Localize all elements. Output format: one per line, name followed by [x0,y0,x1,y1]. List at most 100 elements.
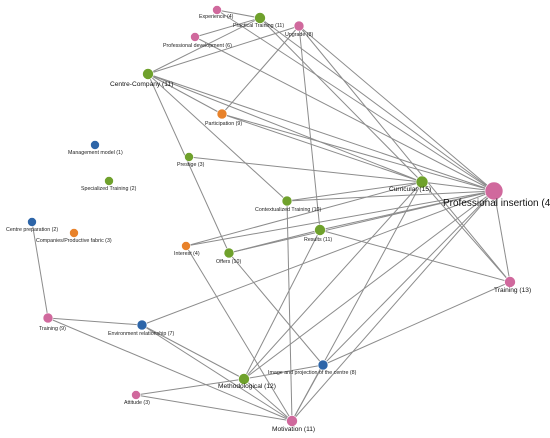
node-prestige [184,152,194,162]
edge-offers--professional-insertion [228,190,495,254]
node-label-centre-preparation: Centre preparation (2) [6,227,58,233]
node-label-environment-relationship: Environment relationship (7) [108,331,174,337]
node-label-experience: Experience (4) [199,14,234,20]
edge-upgrade--training-13 [298,25,511,283]
edge-participation--professional-insertion [221,113,495,192]
edge-results--methodological [243,229,321,380]
edge-professional-insertion--methodological [243,190,495,380]
edge-contextualized-training--motivation [286,200,293,422]
node-upgrade [293,20,305,32]
node-centre-preparation [27,217,37,227]
node-label-image-projection: Image and projection of the centre (8) [268,370,357,376]
node-professional-development [190,32,200,42]
node-environment-relationship [136,319,148,331]
edge-centre-company--curricular [147,73,423,183]
node-interest [181,241,191,251]
edge-training-9--motivation [47,317,293,422]
edge-methodological--motivation [243,378,293,422]
edge-prestige--curricular [188,156,423,183]
edge-image-projection--motivation [291,364,324,422]
node-label-attitude: Attitude (3) [124,400,150,406]
node-centre-company [142,68,154,80]
node-label-training-13: Training (13) [494,287,531,294]
edge-professional-insertion--training-13 [493,190,511,283]
edge-layer [31,9,511,422]
node-label-interest: Interest (4) [174,251,200,257]
node-label-centre-company: Centre-Company (11) [110,81,173,88]
node-label-motivation: Motivation (11) [272,426,315,433]
edge-professional-insertion--image-projection [322,190,495,366]
node-label-contextualized-training: Contextualized Training (10) [255,207,321,213]
edge-contextualized-training--professional-insertion [286,190,495,202]
edge-environment-relationship--motivation [141,324,293,422]
edge-professional-development--practical-training [194,17,261,38]
edge-curricular--professional-insertion [421,181,495,192]
node-label-participation: Participation (9) [205,121,242,127]
node-label-training-9: Training (9) [39,326,66,332]
node-label-professional-insertion: Professional insertion (48) [443,198,550,209]
node-curricular [415,175,429,189]
edge-environment-relationship--methodological [141,324,245,380]
edge-experience--practical-training [216,9,261,19]
edge-upgrade--centre-company [147,25,300,75]
edge-contextualized-training--curricular [286,181,423,202]
edge-upgrade--professional-insertion [298,25,495,192]
edge-centre-company--contextualized-training [147,73,288,202]
node-attitude [131,390,141,400]
edge-centre-company--offers [147,73,230,254]
edge-centre-company--participation [147,73,223,115]
node-label-offers: Offers (10) [216,259,241,265]
node-label-curricular: Curricular (15) [389,186,431,193]
node-label-methodological: Methodological (12) [218,383,276,390]
node-professional-insertion [484,181,504,201]
node-layer [27,5,516,427]
node-experience [212,5,222,15]
edge-professional-development--professional-insertion [194,36,495,192]
node-results [314,224,326,236]
edge-offers--image-projection [228,252,324,366]
edge-training-9--centre-preparation [31,221,49,319]
node-practical-training [254,12,266,24]
edge-attitude--motivation [135,394,293,422]
edge-practical-training--curricular [259,17,423,183]
node-label-practical-training: Practical Training (11) [233,23,284,29]
edge-interest--professional-insertion [185,190,495,247]
node-label-prestige: Prestige (3) [177,162,205,168]
edge-centre-company--professional-insertion [147,73,495,192]
node-offers [223,247,235,259]
node-label-management-model: Management model (1) [68,150,123,156]
label-layer: Professional insertion (48) Curricular (1… [6,14,550,433]
edge-environment-relationship--professional-insertion [141,190,495,326]
node-companies-productive-fabric [69,228,79,238]
node-label-professional-development: Professional development (6) [163,43,232,49]
edge-practical-training--professional-insertion [259,17,495,192]
edge-training-13--image-projection [322,281,511,366]
edge-upgrade--results [298,25,321,231]
edge-participation--curricular [221,113,423,183]
node-training-13 [504,276,516,288]
node-methodological [238,373,250,385]
edge-upgrade--participation [221,25,300,115]
node-training-9 [42,312,54,324]
node-specialized-training [104,176,114,186]
node-motivation [286,415,298,427]
edge-curricular--interest [185,181,423,247]
node-label-specialized-training: Specialized Training (2) [81,186,137,192]
edge-interest--motivation [185,245,293,422]
node-label-results: Results (11) [304,237,332,243]
edge-methodological--image-projection [243,364,324,380]
edge-experience--professional-insertion [216,9,495,192]
edge-curricular--training-13 [421,181,511,283]
node-participation [216,108,228,120]
edge-practical-training--centre-company [147,17,261,75]
edge-training-9--environment-relationship [47,317,143,326]
node-image-projection [317,359,329,371]
edge-attitude--methodological [135,378,245,396]
node-management-model [90,140,100,150]
node-label-companies-productive-fabric: Companies/Productive fabric (3) [36,238,112,244]
node-label-upgrade: Upgrade (8) [285,32,313,38]
edge-professional-insertion--motivation [291,190,495,422]
edge-results--training-13 [319,229,511,283]
